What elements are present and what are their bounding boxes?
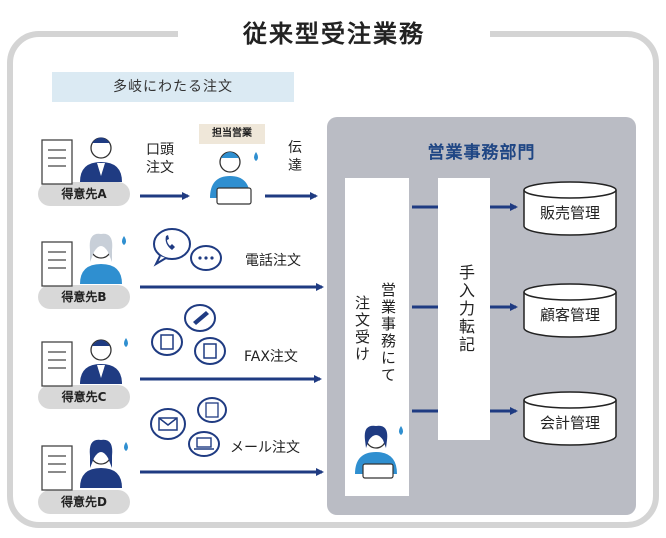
customer-b-badge: 得意先B (38, 285, 130, 309)
building-icon-a (41, 139, 73, 185)
laptop-bubble-icon (188, 431, 220, 457)
receive-text-2: 注文受け (353, 295, 371, 363)
building-icon-d (41, 445, 73, 491)
manual-entry-text: 手入力転記 (456, 264, 475, 354)
office-title: 営業事務部門 (427, 143, 536, 163)
customer-d-badge: 得意先D (38, 490, 130, 514)
building-icon-c (41, 341, 73, 387)
fax-order-label: FAX注文 (244, 349, 298, 365)
phone-order-label: 電話注文 (245, 253, 301, 269)
manual-entry-column (438, 178, 490, 440)
receive-text-1: 営業事務にて (379, 282, 397, 384)
diagram-title: 従来型受注業務 (243, 20, 425, 48)
sales-db-icon (523, 181, 617, 236)
sales-staff-person-icon (210, 151, 258, 205)
sales-staff-badge: 担当営業 (199, 124, 265, 144)
phone-bubble-icon (153, 228, 191, 267)
customer-b-person-icon (80, 233, 126, 284)
building-icon-b (41, 241, 73, 287)
mail-bubble-icon (150, 408, 186, 440)
relay-label: 伝 達 (288, 140, 302, 174)
title-background (178, 14, 490, 54)
fax-document-bubble-icon (151, 328, 183, 356)
accounting-db-icon (523, 391, 617, 446)
variety-tag: 多岐にわたる注文 (52, 72, 294, 102)
chat-bubble-icon (190, 245, 222, 271)
pdf-bubble-icon (197, 397, 227, 423)
system-sales: 販売管理 (539, 204, 600, 222)
system-customer: 顧客管理 (539, 306, 600, 324)
customer-db-icon (523, 283, 617, 338)
customer-a-badge: 得意先A (38, 182, 130, 206)
receptionist-icon (355, 425, 403, 479)
fax-signature-bubble-icon (184, 304, 216, 332)
mail-order-label: メール注文 (230, 440, 300, 456)
customer-d-person-icon (80, 439, 128, 488)
customer-c-badge: 得意先C (38, 385, 130, 409)
customer-a-person-icon (80, 137, 122, 182)
fax-machine-bubble-icon (194, 337, 226, 365)
customer-c-person-icon (80, 338, 128, 384)
system-accounting: 会計管理 (539, 414, 600, 432)
verbal-order-label: 口頭 注文 (146, 142, 174, 176)
